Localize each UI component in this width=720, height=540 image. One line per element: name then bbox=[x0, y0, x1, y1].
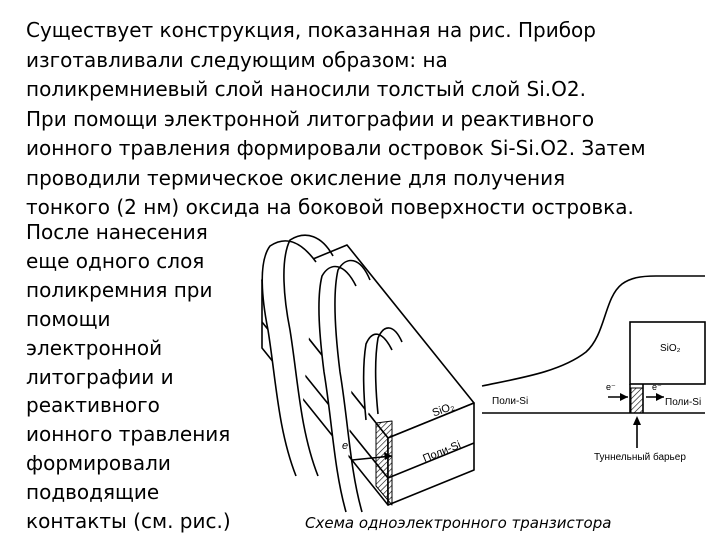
tunnel-barrier-label: Туннельный барьер bbox=[594, 452, 686, 463]
paragraph-line: тонкого (2 нм) оксида на боковой поверхн… bbox=[26, 195, 634, 219]
polysi-left-label: Поли-Si bbox=[492, 396, 529, 407]
electron-left-label: e⁻ bbox=[606, 382, 616, 392]
left-band-curve bbox=[481, 275, 657, 387]
paragraph-line: При помощи электронной литографии и реак… bbox=[26, 106, 595, 131]
paragraph-line: поликремниевый слой наносили толстый сло… bbox=[26, 77, 586, 101]
paragraph-line: Существует конструкция, показанная на ри… bbox=[26, 18, 596, 42]
side-line: формировали bbox=[26, 451, 171, 476]
paragraph-line: проводили термическое окисление для полу… bbox=[26, 165, 566, 190]
side-line: После нанесения bbox=[26, 220, 208, 244]
intro-paragraph: Существует конструкция, показанная на ри… bbox=[26, 16, 716, 223]
contact-wave-1 bbox=[261, 240, 317, 477]
energy-band-diagram bbox=[481, 275, 706, 448]
contact-wave-2-edge bbox=[334, 259, 371, 513]
polysi-right-label: Поли-Si bbox=[665, 397, 702, 408]
contact-wave-2 bbox=[318, 265, 357, 513]
side-line: ионного травления bbox=[26, 422, 231, 447]
contact-wave-1-edge bbox=[283, 234, 334, 477]
paragraph-line: изготавливали следующим образом: на bbox=[26, 47, 448, 72]
side-paragraph: После нанесения еще одного слоя поликрем… bbox=[26, 218, 266, 536]
contact-wave-3-edge bbox=[374, 327, 403, 415]
side-line: электронной bbox=[26, 335, 163, 360]
side-line: контакты (см. рис.) bbox=[26, 509, 231, 534]
contact-wave-3 bbox=[362, 333, 393, 421]
paragraph-line: ионного травления формировали островок S… bbox=[26, 136, 646, 160]
side-line: помощи bbox=[26, 306, 111, 331]
figure-caption: Схема одноэлектронного транзистора bbox=[305, 514, 612, 532]
sio2-box-label: SiO₂ bbox=[660, 343, 681, 354]
side-line: реактивного bbox=[26, 393, 160, 418]
side-line: литографии и bbox=[26, 364, 174, 389]
side-line: еще одного слоя bbox=[26, 248, 205, 273]
layer-divider-front bbox=[387, 442, 475, 479]
side-line: поликремния при bbox=[26, 277, 213, 302]
barrier-hatch bbox=[630, 387, 644, 414]
side-line: подводящие bbox=[26, 480, 160, 505]
electron-label: e bbox=[342, 440, 349, 452]
tunnel-oxide bbox=[375, 420, 393, 506]
electron-right-label: e⁻ bbox=[652, 382, 662, 392]
sio2-box bbox=[629, 321, 706, 385]
